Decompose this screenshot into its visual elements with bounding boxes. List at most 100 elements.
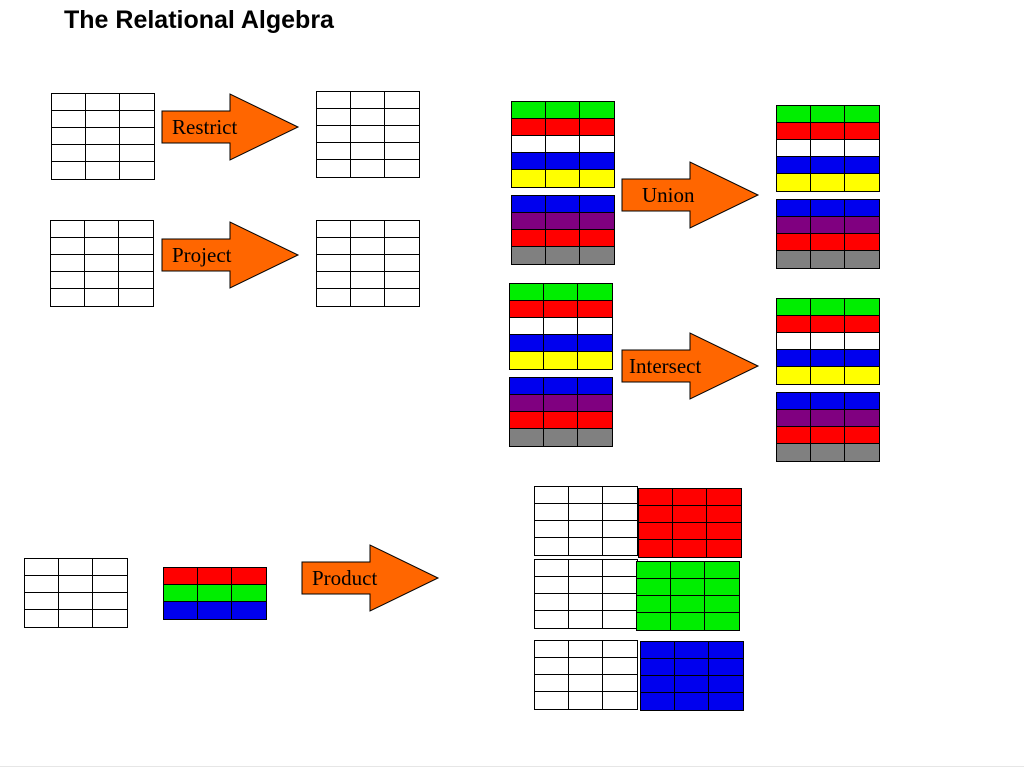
- table-cell: [579, 135, 615, 154]
- table-cell: [119, 110, 155, 129]
- table-cell: [511, 101, 547, 120]
- table-cell: [844, 216, 880, 235]
- table-cell: [568, 691, 604, 710]
- intersect-arrow: Intersect: [621, 332, 760, 400]
- table-cell: [50, 288, 86, 307]
- table-cell: [810, 105, 846, 124]
- table-cell: [509, 411, 545, 430]
- table-cell: [545, 169, 581, 188]
- table-cell: [534, 520, 570, 539]
- table-cell: [384, 108, 420, 127]
- table-cell: [85, 93, 121, 112]
- table-cell: [706, 505, 742, 524]
- table-cell: [844, 349, 880, 368]
- table-cell: [511, 135, 547, 154]
- table-cell: [776, 122, 812, 141]
- table-cell: [350, 254, 386, 273]
- table-cell: [316, 159, 352, 178]
- table-cell: [636, 561, 672, 580]
- table-cell: [58, 558, 94, 577]
- table-cell: [316, 254, 352, 273]
- intersect-label: Intersect: [629, 353, 702, 378]
- table-cell: [602, 674, 638, 693]
- table-cell: [776, 173, 812, 192]
- table-cell: [602, 503, 638, 522]
- table-cell: [602, 576, 638, 595]
- table-cell: [776, 216, 812, 235]
- table-cell: [545, 101, 581, 120]
- table-cell: [579, 246, 615, 265]
- table-cell: [509, 428, 545, 447]
- arrow-polygon: [621, 332, 760, 400]
- product-result-red-table: [638, 488, 742, 558]
- table-cell: [776, 156, 812, 175]
- table-cell: [24, 592, 60, 611]
- table-cell: [670, 561, 706, 580]
- table-cell: [640, 658, 676, 677]
- table-cell: [545, 152, 581, 171]
- table-cell: [568, 593, 604, 612]
- table-cell: [58, 575, 94, 594]
- table-cell: [577, 351, 613, 370]
- product-arrow: Product: [301, 544, 440, 612]
- table-cell: [704, 561, 740, 580]
- table-cell: [776, 392, 812, 411]
- table-cell: [776, 315, 812, 334]
- table-cell: [534, 503, 570, 522]
- arrow-polygon: [621, 161, 760, 229]
- union-result-table-b: [776, 199, 880, 269]
- table-cell: [58, 592, 94, 611]
- table-cell: [163, 601, 199, 620]
- table-cell: [24, 609, 60, 628]
- table-cell: [810, 392, 846, 411]
- table-cell: [118, 288, 154, 307]
- product-right-table: [163, 567, 267, 620]
- table-cell: [776, 366, 812, 385]
- table-cell: [577, 300, 613, 319]
- intersect-result-table-b: [776, 392, 880, 462]
- table-cell: [636, 578, 672, 597]
- table-cell: [316, 220, 352, 239]
- table-cell: [579, 152, 615, 171]
- table-cell: [534, 691, 570, 710]
- table-cell: [534, 559, 570, 578]
- table-cell: [51, 110, 87, 129]
- table-cell: [636, 612, 672, 631]
- table-cell: [708, 641, 744, 660]
- product-result-green-table: [636, 561, 740, 631]
- table-cell: [384, 91, 420, 110]
- table-cell: [119, 161, 155, 180]
- table-cell: [810, 366, 846, 385]
- table-cell: [670, 595, 706, 614]
- table-cell: [844, 199, 880, 218]
- table-cell: [92, 592, 128, 611]
- table-cell: [511, 118, 547, 137]
- arrow-shape: [621, 332, 760, 400]
- table-cell: [84, 254, 120, 273]
- table-cell: [672, 505, 708, 524]
- table-cell: [511, 195, 547, 214]
- table-cell: [672, 488, 708, 507]
- table-cell: [84, 220, 120, 239]
- table-cell: [602, 486, 638, 505]
- table-cell: [350, 220, 386, 239]
- table-cell: [776, 250, 812, 269]
- project-arrow: Project: [161, 221, 300, 289]
- table-cell: [704, 595, 740, 614]
- table-cell: [708, 658, 744, 677]
- table-cell: [509, 377, 545, 396]
- table-cell: [197, 601, 233, 620]
- table-cell: [384, 271, 420, 290]
- table-cell: [509, 283, 545, 302]
- slide-bottom-rule: [0, 766, 1024, 767]
- table-cell: [543, 300, 579, 319]
- table-cell: [844, 315, 880, 334]
- table-cell: [50, 220, 86, 239]
- project-input-table: [50, 220, 154, 307]
- table-cell: [92, 558, 128, 577]
- table-cell: [776, 409, 812, 428]
- table-cell: [511, 212, 547, 231]
- table-cell: [674, 658, 710, 677]
- table-cell: [85, 144, 121, 163]
- table-cell: [316, 91, 352, 110]
